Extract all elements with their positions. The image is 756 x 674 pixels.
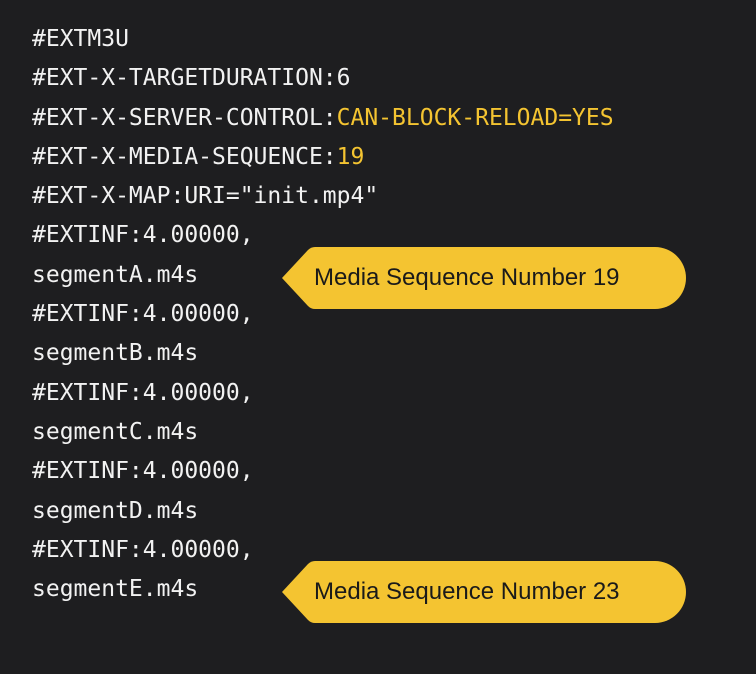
callout-arrow-shape <box>282 561 686 623</box>
playlist-line-segment-a: segmentA.m4s <box>32 256 756 295</box>
callout-label: Media Sequence Number 23 <box>314 578 620 605</box>
playlist-line-segment-d: segmentD.m4s <box>32 492 756 531</box>
segment-uri: segmentD.m4s <box>32 497 199 524</box>
playlist-tag: #EXTINF:4.00000, <box>32 536 254 563</box>
segment-uri: segmentB.m4s <box>32 340 199 367</box>
callout-label: Media Sequence Number 19 <box>314 264 620 291</box>
playlist-tag: #EXTINF:4.00000, <box>32 301 254 328</box>
playlist-tag: #EXT-X-SERVER-CONTROL: <box>32 104 337 131</box>
playlist-tag: #EXTINF:4.00000, <box>32 222 254 249</box>
playlist-tag: #EXT-X-TARGETDURATION:6 <box>32 65 351 92</box>
playlist-tag: #EXT-X-MEDIA-SEQUENCE: <box>32 143 337 170</box>
callout-media-sequence-23: Media Sequence Number 23 <box>282 561 686 623</box>
segment-uri: segmentC.m4s <box>32 418 199 445</box>
playlist-line-extinf: #EXTINF:4.00000, <box>32 452 756 491</box>
playlist-tag: #EXTINF:4.00000, <box>32 379 254 406</box>
segment-uri: segmentE.m4s <box>32 576 199 603</box>
playlist-line-extinf: #EXTINF:4.00000, <box>32 216 756 255</box>
callout-arrow-shape <box>282 247 686 309</box>
playlist-tag: #EXTINF:4.00000, <box>32 458 254 485</box>
playlist-line-extinf: #EXTINF:4.00000, <box>32 374 756 413</box>
callout-media-sequence-19: Media Sequence Number 19 <box>282 247 686 309</box>
playlist-line-segment-c: segmentC.m4s <box>32 413 756 452</box>
playlist-line-target-duration: #EXT-X-TARGETDURATION:6 <box>32 59 756 98</box>
playlist-line-server-control: #EXT-X-SERVER-CONTROL:CAN-BLOCK-RELOAD=Y… <box>32 99 756 138</box>
playlist-line-extinf: #EXTINF:4.00000, <box>32 531 756 570</box>
playlist-line-media-sequence: #EXT-X-MEDIA-SEQUENCE:19 <box>32 138 756 177</box>
server-control-value: CAN-BLOCK-RELOAD=YES <box>336 104 614 131</box>
segment-uri: segmentA.m4s <box>32 261 199 288</box>
playlist-line-segment-e: segmentE.m4s <box>32 570 756 609</box>
playlist-tag: #EXTM3U <box>32 26 129 52</box>
playlist-line-map: #EXT-X-MAP:URI="init.mp4" <box>32 177 756 216</box>
playlist-line-extm3u: #EXTM3U <box>32 20 756 59</box>
playlist-tag: #EXT-X-MAP:URI="init.mp4" <box>32 183 379 210</box>
media-sequence-value: 19 <box>336 143 365 170</box>
playlist-line-segment-b: segmentB.m4s <box>32 334 756 373</box>
playlist-text: #EXTM3U #EXT-X-TARGETDURATION:6 #EXT-X-S… <box>32 20 756 609</box>
playlist-line-extinf: #EXTINF:4.00000, <box>32 295 756 334</box>
